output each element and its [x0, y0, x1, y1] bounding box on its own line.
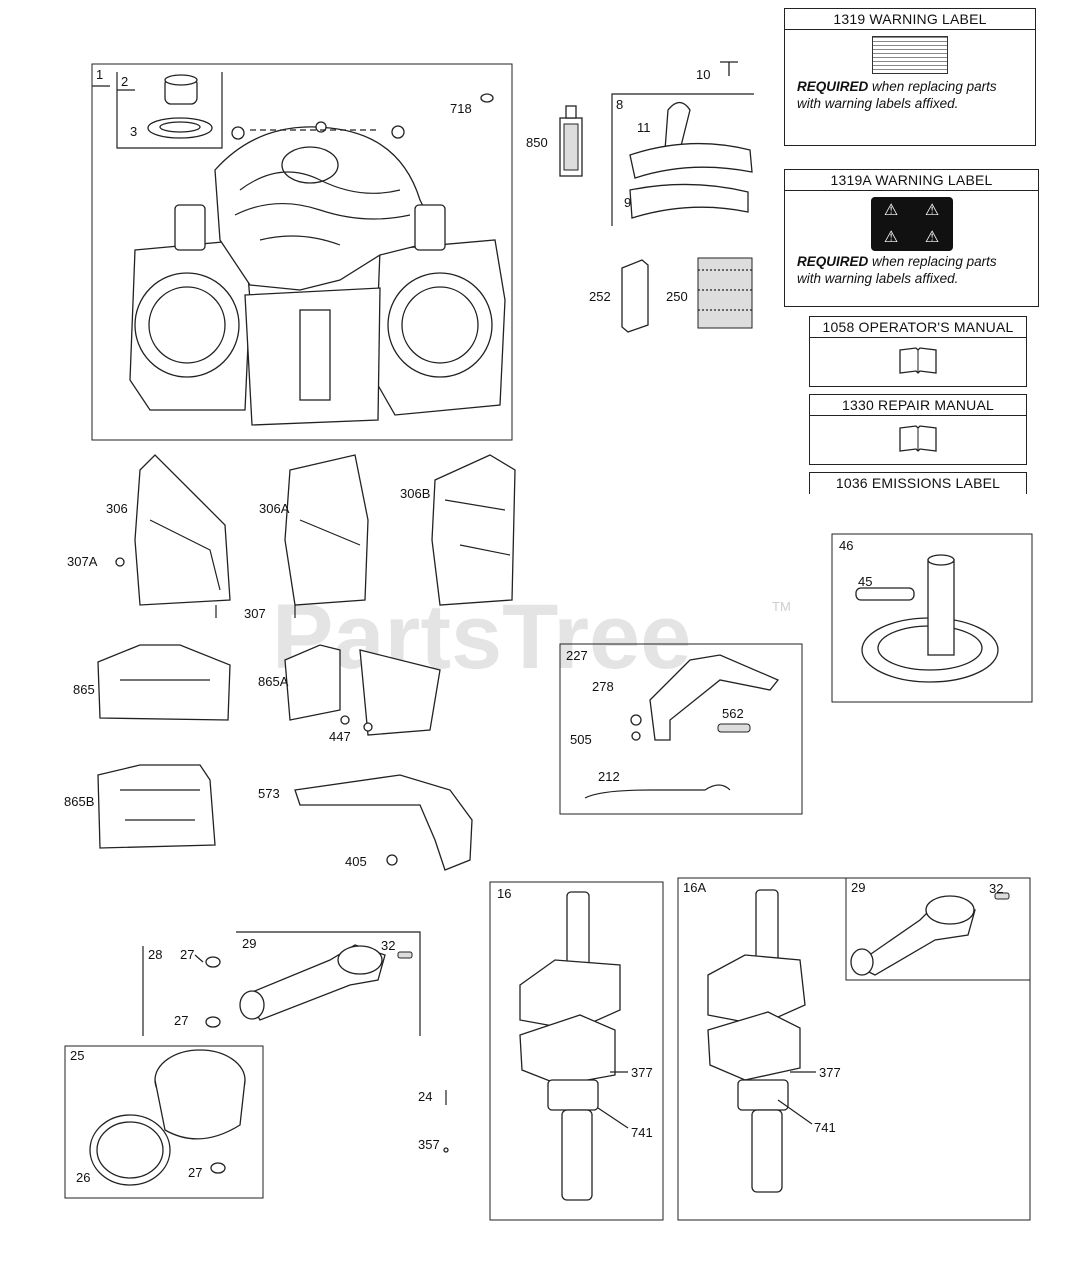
callout-212: 212	[598, 769, 620, 784]
crankshaft-16a-group	[677, 877, 1031, 1221]
warning-label-1319-title: 1319 WARNING LABEL	[785, 9, 1035, 30]
leader-lines	[194, 954, 816, 1129]
callout-11: 11	[637, 120, 651, 135]
watermark-tm: TM	[772, 599, 791, 614]
callout-16a: 16A	[683, 880, 706, 895]
callout-741-b: 741	[814, 1120, 836, 1135]
callout-306: 306	[106, 501, 128, 516]
callout-377-a: 377	[631, 1065, 653, 1080]
callout-865a: 865A	[258, 674, 289, 689]
callout-29-b: 29	[851, 880, 865, 895]
callout-741-a: 741	[631, 1125, 653, 1140]
callout-25: 25	[70, 1048, 84, 1063]
baffle-306b-part	[431, 454, 516, 606]
callout-28: 28	[148, 947, 162, 962]
warning-symbols-icon: ⚠⚠⚠⚠	[870, 197, 953, 251]
callout-45: 45	[858, 574, 872, 589]
callout-405: 405	[345, 854, 367, 869]
shroud-865a-part	[284, 644, 441, 736]
required-label: REQUIRED	[797, 79, 869, 94]
callout-865: 865	[73, 682, 95, 697]
warning-label-1319-text: REQUIRED when replacing parts with warnin…	[785, 78, 1035, 112]
callout-573: 573	[258, 786, 280, 801]
callout-8: 8	[616, 97, 623, 112]
callout-10: 10	[696, 67, 710, 82]
required-line2: with warning labels affixed.	[797, 96, 959, 111]
callout-27-piston: 27	[188, 1165, 202, 1180]
callout-250: 250	[666, 289, 688, 304]
cylinder-block-group	[91, 63, 513, 441]
callout-26: 26	[76, 1170, 90, 1185]
callout-27-bottom: 27	[174, 1013, 188, 1028]
callout-227: 227	[566, 648, 588, 663]
callout-447: 447	[329, 729, 351, 744]
air-guide-group	[611, 61, 754, 226]
emissions-label-title: 1036 EMISSIONS LABEL	[835, 475, 1001, 491]
required-label-a: REQUIRED	[797, 254, 869, 269]
repair-manual-title: 1330 REPAIR MANUAL	[810, 395, 1026, 416]
required-line2-a: with warning labels affixed.	[797, 271, 959, 286]
baffle-306-part	[115, 454, 231, 618]
callout-718: 718	[450, 101, 472, 116]
warning-label-1319a-text: REQUIRED when replacing parts with warnin…	[785, 253, 1038, 287]
piston-group	[64, 1045, 449, 1199]
cam-gear-group	[831, 533, 1033, 703]
callout-29: 29	[242, 936, 256, 951]
connecting-rod-group	[142, 931, 421, 1036]
callout-306b: 306B	[400, 486, 430, 501]
book-icon	[899, 425, 937, 452]
callout-307a: 307A	[67, 554, 98, 569]
operators-manual-1058-card: 1058 OPERATOR'S MANUAL	[809, 316, 1027, 387]
callout-9: 9	[624, 195, 631, 210]
warning-label-1319a-title: 1319A WARNING LABEL	[785, 170, 1038, 191]
emissions-label-1036-card: 1036 EMISSIONS LABEL	[809, 472, 1027, 494]
callout-27-top: 27	[180, 947, 194, 962]
filter-parts	[621, 257, 753, 333]
operators-manual-title: 1058 OPERATOR'S MANUAL	[810, 317, 1026, 338]
callout-16: 16	[497, 886, 511, 901]
callout-46: 46	[839, 538, 853, 553]
callout-278: 278	[592, 679, 614, 694]
callout-32-b: 32	[989, 881, 1003, 896]
callout-24: 24	[418, 1089, 432, 1104]
callout-306a: 306A	[259, 501, 290, 516]
callout-505: 505	[570, 732, 592, 747]
callout-labels: 1 2 3 718 10 8 850 11 9 252 250 306 306A…	[64, 67, 1003, 1185]
warning-label-1319-card: 1319 WARNING LABEL REQUIRED when replaci…	[784, 8, 1036, 146]
required-line1-a: when replacing parts	[868, 254, 997, 269]
crankshaft-16-group	[489, 881, 664, 1221]
callout-32: 32	[381, 938, 395, 953]
bracket-573-part	[294, 774, 473, 871]
book-icon	[899, 347, 937, 374]
callout-562: 562	[722, 706, 744, 721]
repair-manual-1330-card: 1330 REPAIR MANUAL	[809, 394, 1027, 465]
warning-decal-icon	[872, 36, 948, 74]
watermark: PartsTree	[272, 586, 691, 688]
cylinder-block-part	[129, 121, 506, 426]
baffle-306a-part	[284, 454, 369, 618]
callout-850: 850	[526, 135, 548, 150]
callout-252: 252	[589, 289, 611, 304]
governor-group	[559, 643, 803, 815]
callout-1: 1	[96, 67, 103, 82]
sealant-tube-part	[559, 105, 583, 177]
warning-label-1319a-card: 1319A WARNING LABEL ⚠⚠⚠⚠ REQUIRED when r…	[784, 169, 1039, 307]
shroud-865b-part	[97, 764, 216, 849]
callout-307: 307	[244, 606, 266, 621]
callout-357: 357	[418, 1137, 440, 1152]
required-line1: when replacing parts	[868, 79, 997, 94]
callout-3: 3	[130, 124, 137, 139]
callout-865b: 865B	[64, 794, 94, 809]
callout-2: 2	[121, 74, 128, 89]
callout-377-b: 377	[819, 1065, 841, 1080]
shroud-865-part	[97, 644, 231, 721]
